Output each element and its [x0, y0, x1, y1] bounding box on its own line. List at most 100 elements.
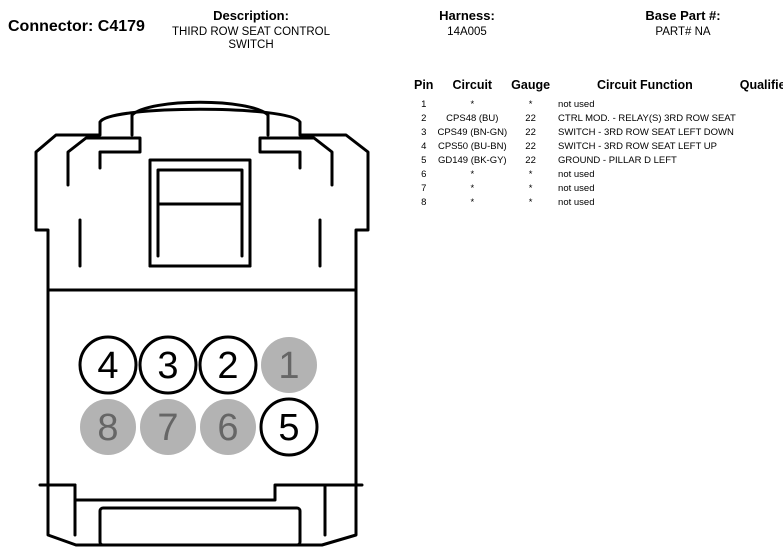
- right-hook: [258, 136, 334, 187]
- cell-pin: 5: [421, 154, 427, 166]
- pin-table-body: 1 * * not used 2 CPS48 (BU) 22 CTRL MOD. - RELA…: [412, 97, 783, 209]
- table-row: 2 CPS48 (BU) 22 CTRL MOD. - RELAY(S) 3RD RO…: [412, 111, 783, 125]
- cell-pin: 2: [421, 112, 427, 124]
- pin-circle: [261, 337, 317, 393]
- latch-outline: [130, 100, 270, 137]
- cell-circuit-function: not used: [558, 168, 595, 180]
- cell-circuit: CPS50 (BU-BN): [437, 140, 507, 152]
- cell-circuit: *: [470, 182, 475, 194]
- cell-gauge: 22: [525, 154, 536, 166]
- cell-circuit-function: not used: [558, 98, 595, 110]
- cell-qualifier: [738, 167, 783, 181]
- pin-label: 2: [217, 345, 238, 387]
- cell-gauge: *: [528, 98, 533, 110]
- pin-cavity-3: 3: [138, 335, 198, 395]
- pin-cavity-4: 4: [78, 335, 138, 395]
- cell-qualifier: [738, 181, 783, 195]
- description-label: Description:: [213, 8, 289, 23]
- cell-pin: 8: [421, 196, 427, 208]
- pin-cavity-7: 7: [140, 399, 196, 455]
- bottom-key: [98, 506, 302, 547]
- cell-pin: 4: [421, 140, 427, 152]
- table-row: 8 * * not used: [412, 195, 783, 209]
- cell-gauge: *: [528, 196, 533, 208]
- cell-circuit: *: [470, 168, 475, 180]
- pin-label: 3: [157, 345, 178, 387]
- harness-value: 14A005: [447, 26, 487, 38]
- cell-gauge: *: [528, 182, 533, 194]
- table-row: 4 CPS50 (BU-BN) 22 SWITCH - 3RD ROW SEAT LE…: [412, 139, 783, 153]
- pin-label: 5: [278, 407, 299, 449]
- pin-circle: [198, 335, 258, 395]
- header-qualifier: Qualifier: [739, 78, 783, 92]
- cell-pin: 1: [421, 98, 427, 110]
- base-part-label: Base Part #:: [645, 8, 721, 23]
- pin-cavity-2: 2: [198, 335, 258, 395]
- cell-circuit: *: [470, 196, 475, 208]
- cell-circuit: GD149 (BK-GY): [437, 154, 507, 166]
- pin-circle: [80, 399, 136, 455]
- cell-circuit: CPS48 (BU): [446, 112, 499, 124]
- pin-cavity-6: 6: [200, 399, 256, 455]
- header-circuit: Circuit: [452, 78, 493, 92]
- cell-gauge: *: [528, 168, 533, 180]
- cell-circuit: CPS49 (BN-GN): [437, 126, 508, 138]
- pin-label: 4: [97, 345, 118, 387]
- cell-pin: 3: [421, 126, 427, 138]
- pin-table: Pin Circuit Gauge Circuit Function Quali…: [412, 78, 783, 209]
- pin-cavity-1: 1: [261, 337, 317, 393]
- base-part-block: Base Part #: PART# NA: [624, 8, 742, 39]
- table-row: 6 * * not used: [412, 167, 783, 181]
- cell-pin: 6: [421, 168, 427, 180]
- cell-qualifier: [738, 195, 783, 209]
- description-value: THIRD ROW SEAT CONTROL SWITCH: [160, 26, 342, 52]
- pin-circle: [259, 397, 319, 457]
- pin-table-header: Pin Circuit Gauge Circuit Function Quali…: [412, 78, 783, 97]
- cell-qualifier: [738, 153, 783, 167]
- cell-pin: 7: [421, 182, 427, 194]
- cell-gauge: 22: [525, 112, 536, 124]
- cell-circuit-function: CTRL MOD. - RELAY(S) 3RD ROW SEAT: [558, 112, 736, 124]
- pin-label: 6: [217, 407, 238, 449]
- table-row: 1 * * not used: [412, 97, 783, 111]
- table-row: 3 CPS49 (BN-GN) 22 SWITCH - 3RD ROW SEAT LE…: [412, 125, 783, 139]
- cell-circuit-function: SWITCH - 3RD ROW SEAT LEFT DOWN: [558, 126, 734, 138]
- pin-cavity-5: 5: [259, 397, 319, 457]
- pin-circle: [138, 335, 198, 395]
- pin-circle: [78, 335, 138, 395]
- base-part-value: PART# NA: [655, 26, 711, 38]
- cell-circuit-function: SWITCH - 3RD ROW SEAT LEFT UP: [558, 140, 717, 152]
- cell-qualifier: [738, 97, 783, 111]
- pin-circle: [200, 399, 256, 455]
- description-block: Description: THIRD ROW SEAT CONTROL SWIT…: [160, 8, 342, 52]
- connector-title: Connector: C4179: [8, 18, 145, 35]
- left-hook: [66, 136, 142, 187]
- pin-circle: [140, 399, 196, 455]
- bottom-ledge: [38, 483, 364, 502]
- cell-circuit: *: [470, 98, 475, 110]
- header-gauge: Gauge: [511, 78, 551, 92]
- connector-body-outline: [34, 107, 370, 547]
- cell-circuit-function: GROUND - PILLAR D LEFT: [558, 154, 677, 166]
- pin-label: 8: [97, 407, 118, 449]
- cell-circuit-function: not used: [558, 196, 595, 208]
- pin-label: 1: [278, 345, 299, 387]
- center-block: [148, 158, 252, 268]
- description-line-1: THIRD ROW SEAT CONTROL: [171, 26, 331, 38]
- description-line-2: SWITCH: [228, 39, 274, 51]
- harness-label: Harness:: [439, 8, 495, 23]
- cell-circuit-function: not used: [558, 182, 595, 194]
- table-row: 7 * * not used: [412, 181, 783, 195]
- cell-qualifier: [738, 139, 783, 153]
- cell-gauge: 22: [525, 126, 536, 138]
- pin-cavity-8: 8: [80, 399, 136, 455]
- cell-qualifier: [738, 125, 783, 139]
- cell-qualifier: [738, 111, 783, 125]
- center-block-window: [156, 168, 244, 206]
- header-pin: Pin: [414, 78, 434, 92]
- cell-gauge: 22: [525, 140, 536, 152]
- header-circuit-function: Circuit Function: [596, 78, 693, 92]
- pin-label: 7: [157, 407, 178, 449]
- table-row: 5 GD149 (BK-GY) 22 GROUND - PILLAR D LEFT: [412, 153, 783, 167]
